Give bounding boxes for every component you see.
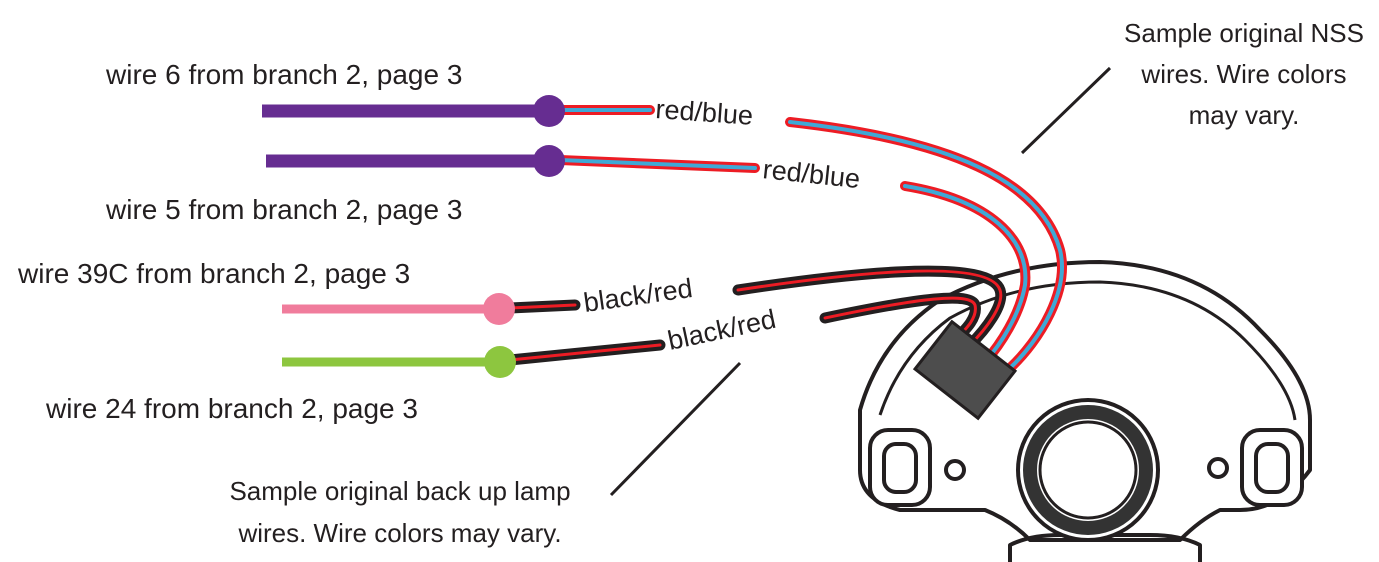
- nss-wires: [555, 105, 1067, 373]
- nss-callout-line-2: wires. Wire colors: [1140, 59, 1346, 89]
- lamp-wire-2-inner: [508, 296, 977, 362]
- wire-24-splice-dot: [484, 346, 516, 378]
- backup-callout-line-2: wires. Wire colors may vary.: [237, 518, 561, 548]
- left-screw-hole: [944, 459, 966, 481]
- lamp-wire-1-color-label: black/red: [582, 273, 695, 318]
- wire-39c-label: wire 39C from branch 2, page 3: [17, 258, 410, 289]
- wire-connector: [912, 319, 1018, 421]
- harness-wires: [262, 95, 565, 378]
- nss-wire-2-color-label: red/blue: [761, 154, 861, 194]
- nss-wire-1-color-label: red/blue: [655, 94, 754, 131]
- nss-callout-line-1: Sample original NSS: [1124, 18, 1364, 48]
- nss-callout-line-3: may vary.: [1189, 100, 1300, 130]
- lamp-wire-2-color-label: black/red: [665, 304, 778, 356]
- wire-5-label: wire 5 from branch 2, page 3: [105, 194, 462, 225]
- nss-callout-leader: [1020, 66, 1112, 155]
- wire-24-label: wire 24 from branch 2, page 3: [45, 393, 418, 424]
- wire-6-splice-dot: [533, 95, 565, 127]
- shaft-hole: [1038, 420, 1138, 520]
- backup-callout-leader: [609, 361, 742, 497]
- backup-callout-line-1: Sample original back up lamp: [229, 476, 570, 506]
- wire-6-label: wire 6 from branch 2, page 3: [105, 59, 462, 90]
- wire-39c-splice-dot: [483, 293, 515, 325]
- nss-wire-2-inner: [558, 158, 1028, 364]
- right-mount-slot: [1254, 442, 1290, 494]
- backup-lamp-wires: [504, 265, 1007, 366]
- neutral-safety-switch: [858, 260, 1312, 562]
- right-screw-hole: [1207, 457, 1229, 479]
- left-mount-slot: [882, 442, 918, 494]
- wire-5-splice-dot: [533, 145, 565, 177]
- lamp-wire-1-inner: [508, 269, 1003, 347]
- nss-wire-1-inner: [558, 108, 1064, 370]
